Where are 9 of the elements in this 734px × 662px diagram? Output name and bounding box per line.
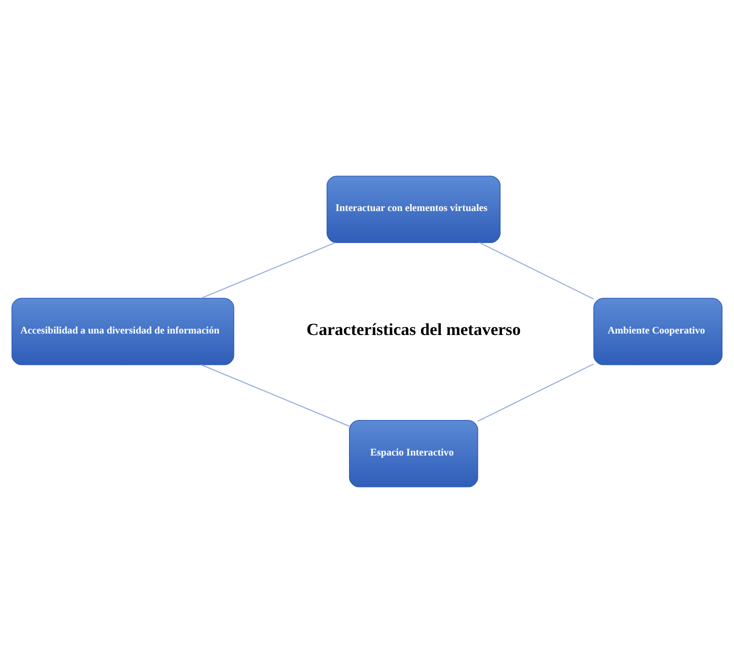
node-box: Ambiente Cooperativo [593, 297, 722, 365]
connector [478, 363, 594, 422]
node-box: Accesibilidad a una diversidad de información [12, 297, 234, 365]
connector [479, 242, 594, 299]
node-box: Interactuar con elementos virtuales [326, 175, 501, 242]
connector [201, 242, 336, 298]
connector [200, 364, 350, 426]
node-box: Espacio Interactivo [349, 420, 478, 487]
label: Características del metaverso [306, 320, 521, 339]
